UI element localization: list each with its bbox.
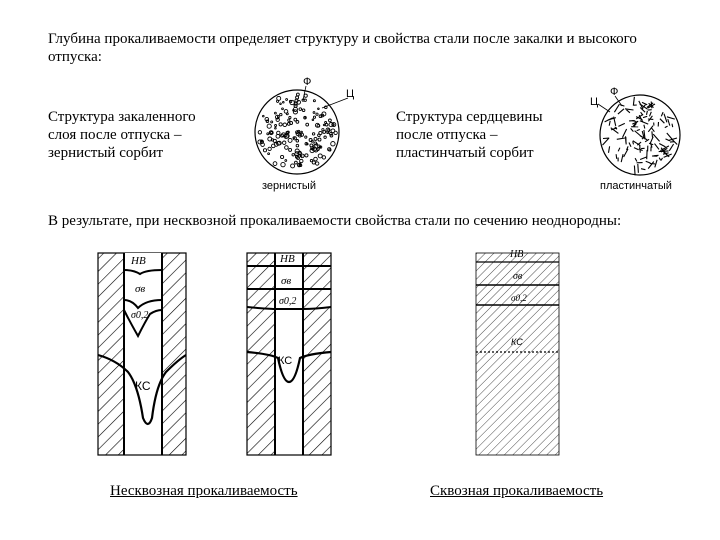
d2-kc-label: КС (278, 355, 292, 367)
caption-partial-hardenability: Несквозная прокаливаемость (110, 483, 298, 499)
caption-through-hardenability: Сквозная прокаливаемость (430, 483, 604, 499)
d1-hb-label: HB (130, 255, 146, 267)
diagram-partial-large (97, 252, 187, 456)
granular-sorbite-micrograph (254, 85, 349, 175)
intro-line-1: Глубина прокаливаемости определяет струк… (48, 31, 637, 47)
d1-s02-label: σ0,2 (131, 310, 148, 321)
diagram-through (475, 252, 560, 456)
left-structure-line-1: Структура закаленного (48, 109, 196, 125)
result-text: В результате, при несквозной прокаливаем… (48, 213, 622, 229)
d1-sb-label: σв (135, 283, 145, 295)
granular-label-c: Ц (346, 88, 355, 100)
left-structure-line-2: слоя после отпуска – (48, 127, 182, 143)
right-structure-line-1: Структура сердцевины (396, 109, 543, 125)
lamellar-caption: пластинчатый (600, 180, 672, 192)
d1-kc-label: КС (135, 379, 151, 393)
right-structure-line-3: пластинчатый сорбит (396, 145, 534, 161)
lamellar-label-f: Ф (610, 86, 619, 98)
granular-label-f: Ф (303, 76, 312, 88)
right-structure-line-2: после отпуска – (396, 127, 498, 143)
diagram-partial-small (246, 252, 332, 456)
granular-caption: зернистый (262, 180, 316, 192)
lamellar-label-c: Ц (590, 96, 599, 108)
d3-sb-label: σв (513, 271, 523, 282)
intro-line-2: отпуска: (48, 49, 102, 65)
left-structure-line-3: зернистый сорбит (48, 145, 164, 161)
d2-hb-label: HB (279, 253, 295, 265)
d2-s02-label: σ0,2 (279, 296, 296, 307)
lamellar-sorbite-micrograph (597, 94, 681, 176)
d3-kc-label: КС (511, 337, 523, 347)
d3-hb-label: HB (509, 249, 523, 260)
d3-s02-label: σ0,2 (511, 293, 527, 303)
d2-sb-label: σв (281, 275, 291, 287)
